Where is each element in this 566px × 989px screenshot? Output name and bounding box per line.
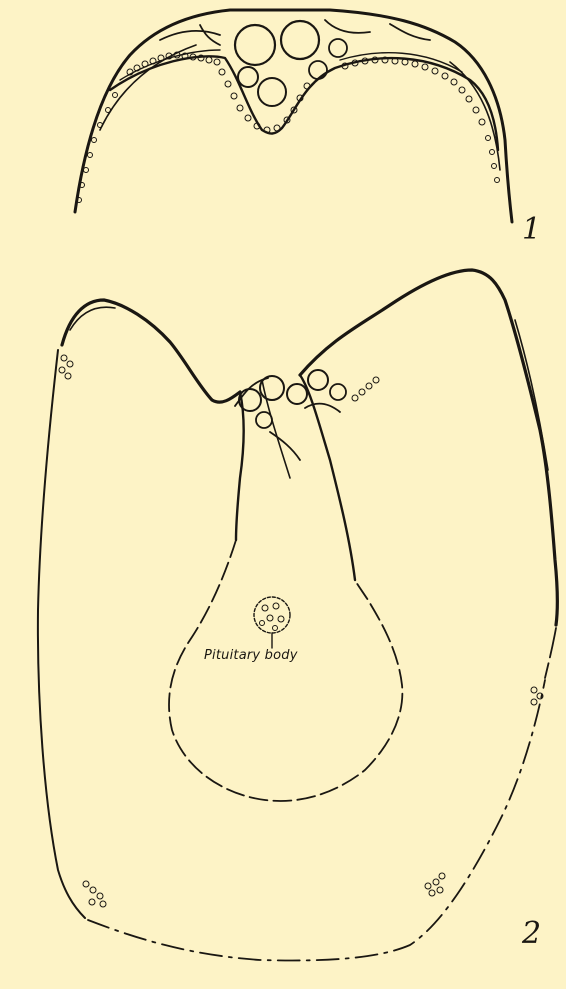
pituitary-body — [254, 597, 290, 648]
figure-2-number: 2 — [522, 916, 541, 951]
pituitary-body-label: Pituitary body — [204, 648, 298, 663]
figure-1-section-drawing — [75, 10, 512, 222]
figure-1-number: 1 — [522, 212, 541, 247]
figure-2-section-drawing — [38, 270, 557, 960]
